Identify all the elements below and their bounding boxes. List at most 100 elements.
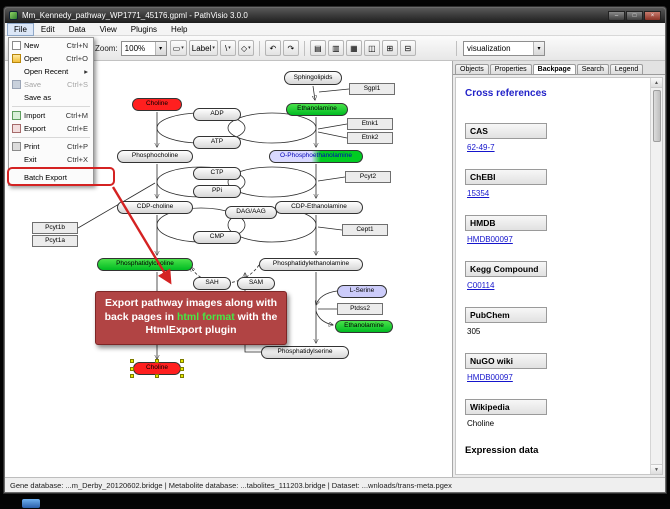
xref-database-name: HMDB — [465, 215, 547, 231]
menu-edit[interactable]: Edit — [40, 24, 55, 34]
file-menu-item-open-recent[interactable]: Open Recent▸ — [10, 65, 92, 78]
common-width-button[interactable]: ⊞ — [381, 40, 398, 56]
dropdown-arrow-icon: ▾ — [212, 45, 215, 51]
node-pcyt2[interactable]: Pcyt2 — [345, 171, 391, 183]
menu-item-label: Save as — [24, 93, 52, 102]
menu-shortcut: Ctrl+P — [66, 142, 88, 151]
node-etnk2[interactable]: Etnk2 — [347, 132, 393, 144]
xref-link[interactable]: C00114 — [467, 281, 495, 290]
xref-link[interactable]: HMDB00097 — [467, 235, 513, 244]
maximize-button[interactable]: □ — [626, 10, 643, 21]
zoom-combobox[interactable]: 100% ▾ — [120, 40, 167, 56]
node-choline[interactable]: Choline — [132, 98, 182, 111]
shape-tool-button[interactable]: ◇▾ — [237, 40, 254, 56]
node-etnk1[interactable]: Etnk1 — [347, 118, 393, 130]
dropdown-arrow-icon: ▾ — [248, 45, 251, 51]
menu-help[interactable]: Help — [171, 24, 188, 34]
align-left-button[interactable]: ▤ — [309, 40, 326, 56]
line-tool-button[interactable]: \▾ — [219, 40, 236, 56]
node-sphingolipids[interactable]: Sphingolipids — [284, 71, 342, 85]
node-ethanolamine[interactable]: Ethanolamine — [335, 320, 393, 333]
node-phosphatidylethanolamine[interactable]: Phosphatidylethanolamine — [259, 258, 363, 271]
menu-file[interactable]: File — [7, 22, 34, 36]
selection-handle[interactable] — [130, 359, 134, 363]
xref-link[interactable]: HMDB00097 — [467, 373, 513, 382]
common-height-icon: ⊟ — [404, 43, 412, 53]
node-phosphatidylserine[interactable]: Phosphatidylserine — [261, 346, 349, 359]
node-pcyt1b[interactable]: Pcyt1b — [32, 222, 78, 234]
node-adp[interactable]: ADP — [193, 108, 241, 121]
minimize-button[interactable]: – — [608, 10, 625, 21]
menu-shortcut: Ctrl+S — [66, 80, 88, 89]
undo-button[interactable]: ↶ — [264, 40, 281, 56]
node-l-serine[interactable]: L-Serine — [337, 285, 387, 298]
selection-handle[interactable] — [180, 359, 184, 363]
align-top-button[interactable]: ◫ — [363, 40, 380, 56]
xref-database-name: ChEBI — [465, 169, 547, 185]
node-cept1[interactable]: Cept1 — [342, 224, 388, 236]
menu-plugins[interactable]: Plugins — [130, 24, 158, 34]
selection-handle[interactable] — [130, 374, 134, 378]
selection-handle[interactable] — [180, 366, 184, 371]
open-icon — [12, 54, 21, 63]
node-pcyt1a[interactable]: Pcyt1a — [32, 235, 78, 247]
node-cmp[interactable]: CMP — [193, 231, 241, 244]
node-sam[interactable]: SAM — [237, 277, 275, 290]
menu-data[interactable]: Data — [68, 24, 86, 34]
node-phosphocholine[interactable]: Phosphocholine — [117, 150, 193, 163]
datanode-tool-button[interactable]: ▭▾ — [169, 40, 187, 56]
selection-handle[interactable] — [180, 374, 184, 378]
common-height-button[interactable]: ⊟ — [399, 40, 416, 56]
node-sgpl1[interactable]: Sgpl1 — [349, 83, 395, 95]
align-left-icon: ▤ — [314, 43, 322, 53]
node-sah[interactable]: SAH — [193, 277, 231, 290]
node-o-phosphoethanolamine[interactable]: O-Phosphoethanolamine — [269, 150, 363, 163]
sidebar-scrollbar[interactable]: ▲ ▼ — [650, 78, 662, 474]
node-cdp-choline[interactable]: CDP-choline — [117, 201, 193, 214]
align-center-button[interactable]: ▥ — [327, 40, 344, 56]
datanode-tool-icon: ▭ — [172, 43, 181, 53]
close-button[interactable]: × — [644, 10, 661, 21]
tab-backpage[interactable]: Backpage — [532, 64, 576, 74]
selection-handle[interactable] — [155, 359, 159, 363]
tab-search[interactable]: Search — [576, 64, 609, 74]
menu-item-label: Print — [24, 142, 40, 151]
tab-legend[interactable]: Legend — [609, 64, 644, 74]
selection-handle[interactable] — [130, 366, 134, 371]
node-ctp[interactable]: CTP — [193, 167, 241, 180]
xref-link[interactable]: 62-49-7 — [467, 143, 495, 152]
scroll-down-icon[interactable]: ▼ — [651, 464, 662, 474]
scrollbar-thumb[interactable] — [652, 90, 661, 142]
menu-view[interactable]: View — [99, 24, 117, 34]
visualization-combobox[interactable]: visualization ▾ — [463, 40, 545, 56]
xref-value: 305 — [467, 327, 481, 336]
node-phosphatidylcholine[interactable]: Phosphatidylcholine — [97, 258, 193, 271]
selection-handle[interactable] — [155, 374, 159, 378]
node-ppi[interactable]: PPi — [193, 185, 241, 198]
align-right-button[interactable]: ▦ — [345, 40, 362, 56]
node-cdp-ethanolamine[interactable]: CDP-Ethanolamine — [275, 201, 363, 214]
node-ptdss2[interactable]: Ptdss2 — [337, 303, 383, 315]
node-atp[interactable]: ATP — [193, 136, 241, 149]
label-tool-button[interactable]: Label▾ — [188, 40, 218, 56]
node-ethanolamine[interactable]: Ethanolamine — [286, 103, 348, 116]
tab-objects[interactable]: Objects — [455, 64, 489, 74]
tab-properties[interactable]: Properties — [489, 64, 532, 74]
xref-link[interactable]: 15354 — [467, 189, 490, 198]
file-menu-item-save-as[interactable]: Save as — [10, 91, 92, 104]
file-menu-item-batch-export[interactable]: Batch Export — [10, 171, 92, 184]
redo-button[interactable]: ↷ — [282, 40, 299, 56]
file-menu-item-print[interactable]: Print Ctrl+P — [10, 140, 92, 153]
node-dag-aag[interactable]: DAG/AAG — [225, 206, 277, 219]
toolbar-buttons: ▭▾Label▾\▾◇▾↶↷▤▥▦◫⊞⊟ — [169, 40, 416, 56]
scroll-up-icon[interactable]: ▲ — [651, 78, 662, 88]
